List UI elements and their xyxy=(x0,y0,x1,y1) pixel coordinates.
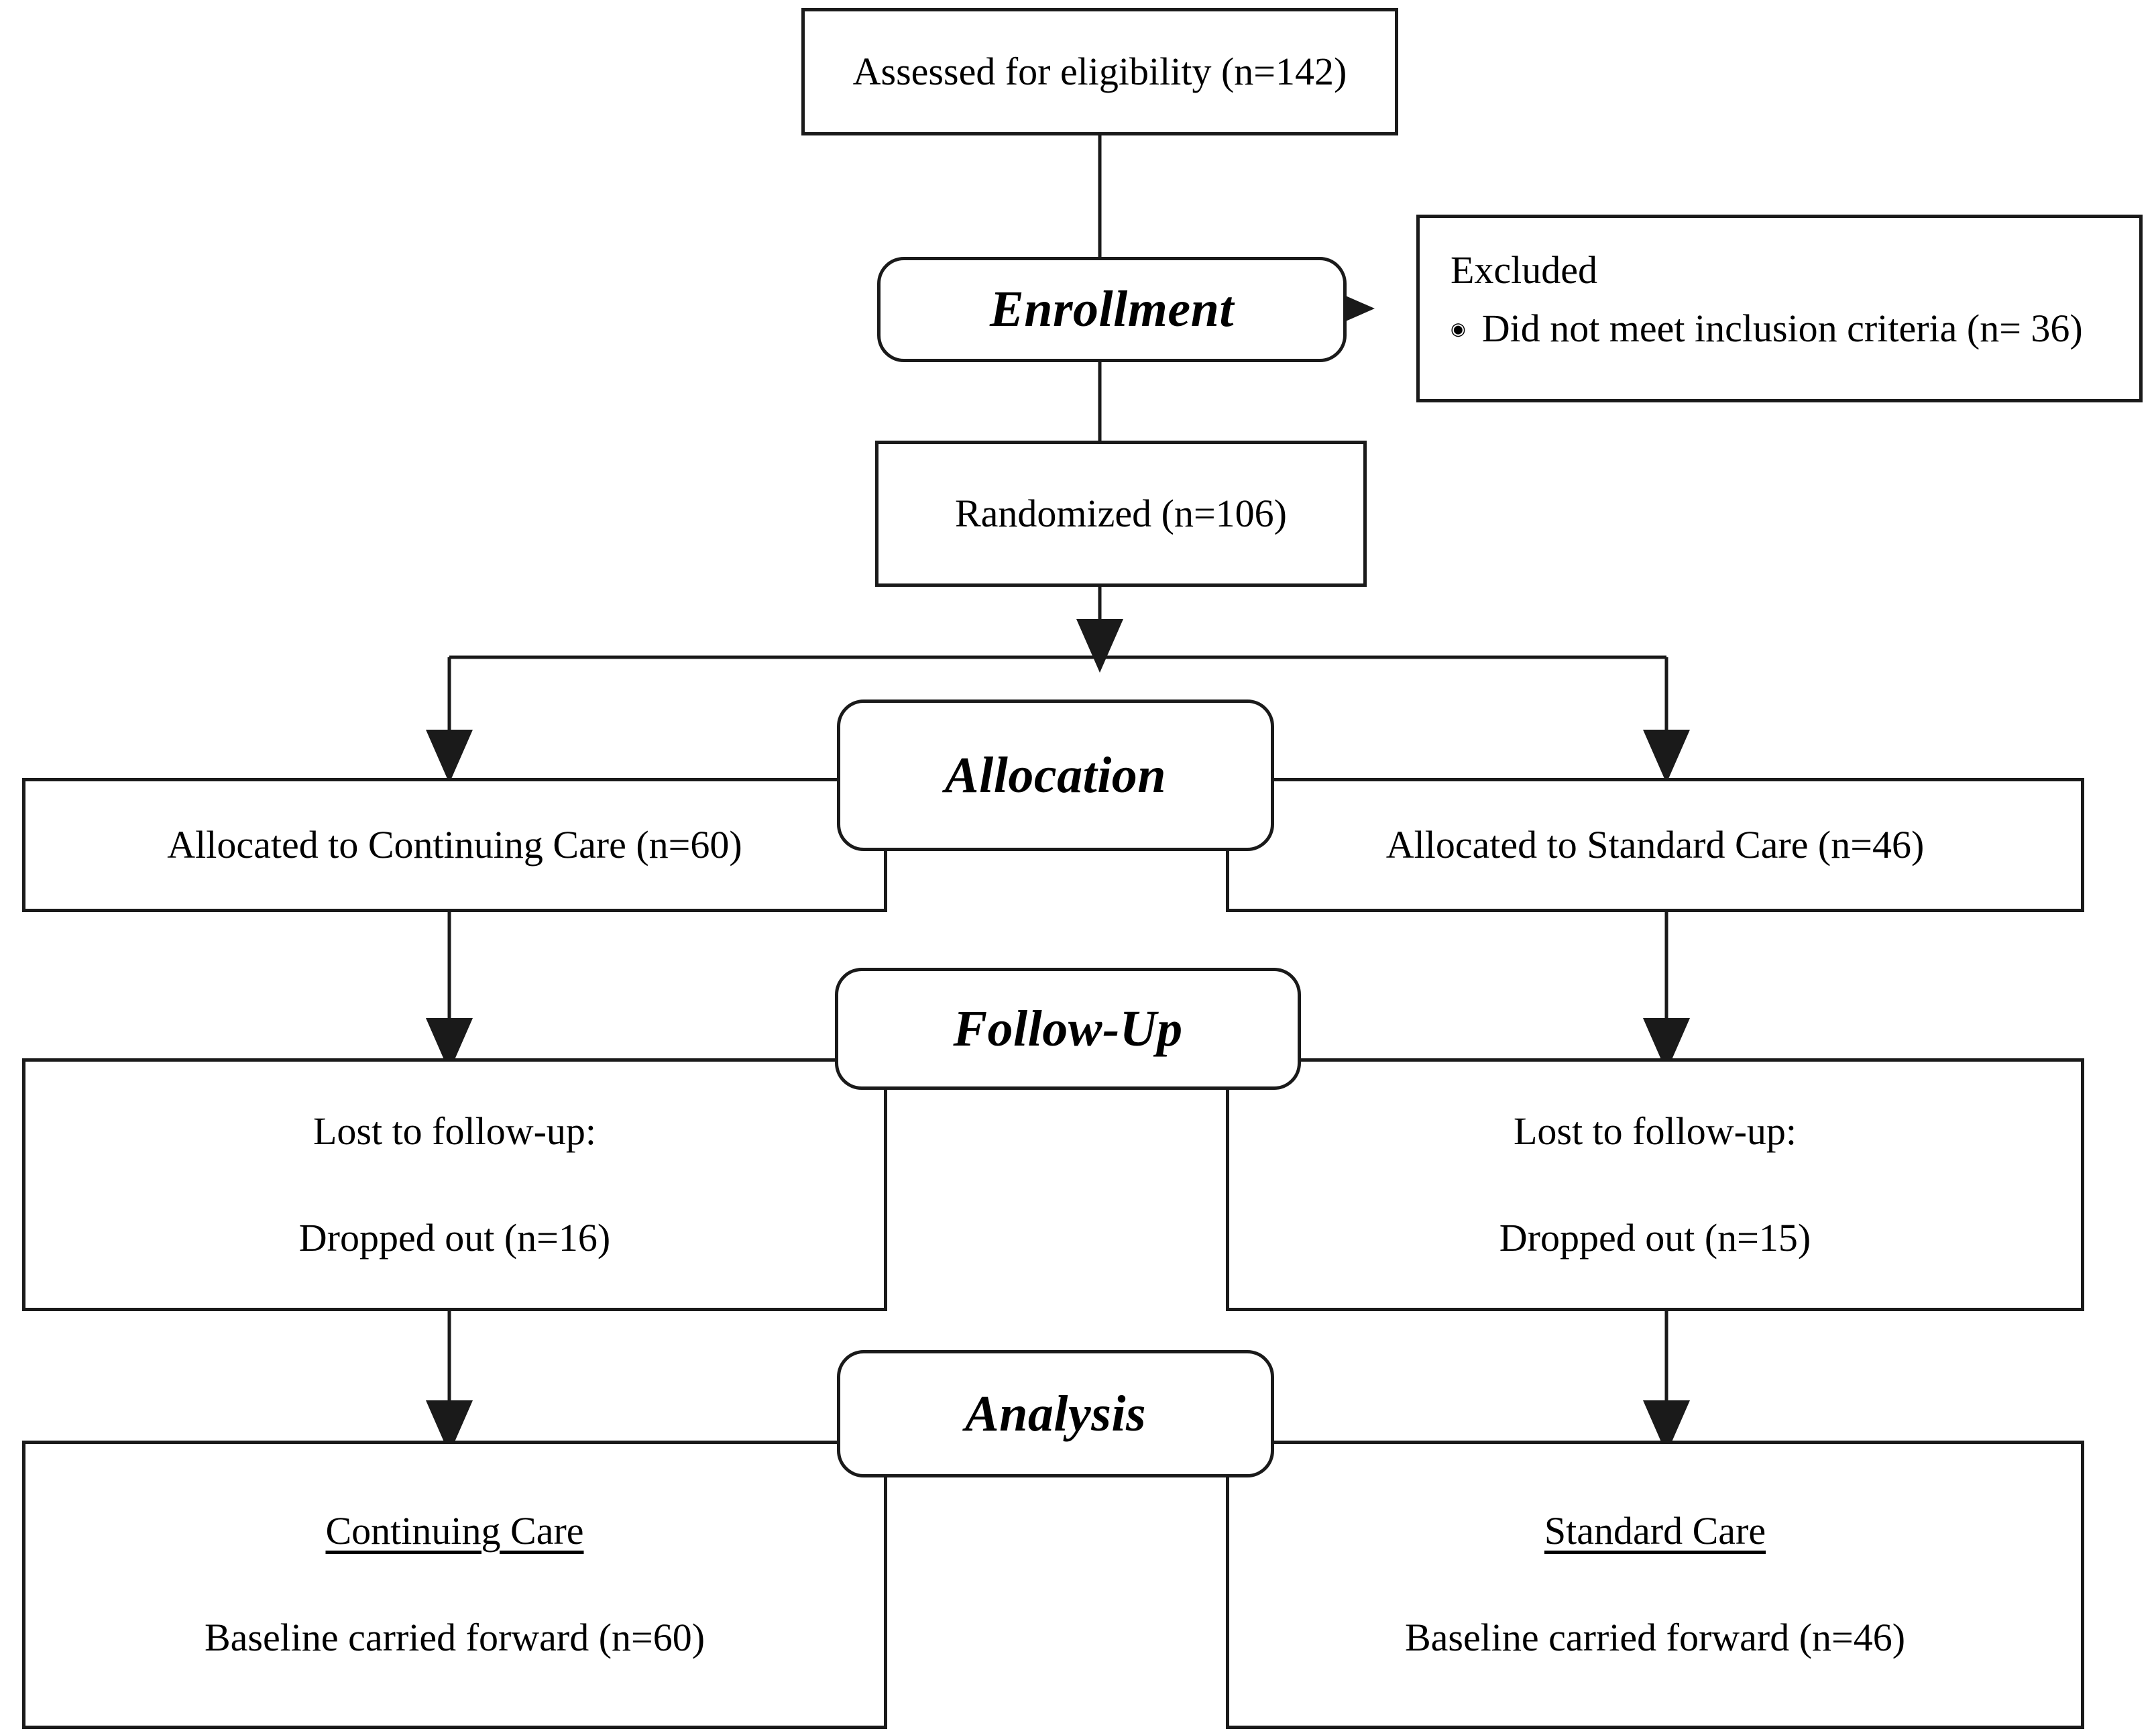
stage-label-enrollment: Enrollment xyxy=(877,257,1347,362)
excluded-reason-text: Did not meet inclusion criteria (n= 36) xyxy=(1481,306,2083,351)
stage-label-analysis: Analysis xyxy=(837,1350,1274,1477)
stage-allocation-text: Allocation xyxy=(944,746,1167,803)
stage-label-allocation: Allocation xyxy=(837,700,1274,851)
node-analysis-standard-care: Standard Care Baseline carried forward (… xyxy=(1226,1441,2084,1729)
node-followup-right-line2: Dropped out (n=15) xyxy=(1499,1215,1811,1260)
node-analysis-continuing-care: Continuing Care Baseline carried forward… xyxy=(22,1441,887,1729)
node-allocated-continuing-care: Allocated to Continuing Care (n=60) xyxy=(22,778,887,912)
node-lost-to-followup-standard-care: Lost to follow-up: Dropped out (n=15) xyxy=(1226,1058,2084,1311)
node-analysis-right-detail: Baseline carried forward (n=46) xyxy=(1404,1616,1906,1659)
node-analysis-left-heading: Continuing Care xyxy=(325,1509,584,1553)
stage-analysis-text: Analysis xyxy=(964,1385,1147,1442)
node-allocated-standard-care-label: Allocated to Standard Care (n=46) xyxy=(1385,822,1925,866)
node-analysis-left-detail: Baseline carried forward (n=60) xyxy=(204,1616,705,1659)
node-assessed-label: Assessed for eligibility (n=142) xyxy=(852,49,1347,93)
node-analysis-right-heading: Standard Care xyxy=(1544,1509,1766,1553)
list-item: ◉ Did not meet inclusion criteria (n= 36… xyxy=(1451,306,2139,351)
node-allocated-standard-care: Allocated to Standard Care (n=46) xyxy=(1226,778,2084,912)
bullet-circle-icon: ◉ xyxy=(1451,319,1466,339)
stage-follow-up-text: Follow-Up xyxy=(953,1000,1183,1057)
excluded-title: Excluded xyxy=(1451,248,1598,292)
node-followup-left-line2: Dropped out (n=16) xyxy=(298,1215,611,1260)
excluded-reason-list: ◉ Did not meet inclusion criteria (n= 36… xyxy=(1451,306,2139,351)
node-lost-to-followup-continuing-care: Lost to follow-up: Dropped out (n=16) xyxy=(22,1058,887,1311)
node-followup-right-line1: Lost to follow-up: xyxy=(1513,1109,1797,1153)
node-randomized: Randomized (n=106) xyxy=(875,441,1367,587)
stage-enrollment-text: Enrollment xyxy=(990,281,1234,337)
node-allocated-continuing-care-label: Allocated to Continuing Care (n=60) xyxy=(167,822,742,866)
node-excluded: Excluded ◉ Did not meet inclusion criter… xyxy=(1416,215,2143,402)
node-followup-left-line1: Lost to follow-up: xyxy=(313,1109,597,1153)
stage-label-follow-up: Follow-Up xyxy=(835,968,1301,1090)
node-assessed-for-eligibility: Assessed for eligibility (n=142) xyxy=(801,8,1398,135)
node-randomized-label: Randomized (n=106) xyxy=(955,491,1287,535)
